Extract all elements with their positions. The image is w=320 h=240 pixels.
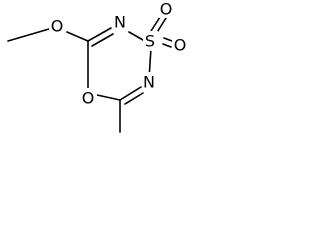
bond-c5-n2-b (124, 92, 144, 105)
chemical-structure-diagram: N S O O N O O (7, 0, 189, 133)
bond-oring-c5 (96, 94, 121, 101)
bond-omethoxy-methyl (7, 28, 50, 42)
bond-c3-omethoxy (66, 31, 89, 42)
bond-s-o2-b (162, 43, 172, 48)
atom-n1-label: N (114, 13, 126, 32)
bond-n1-c3-a (87, 27, 112, 42)
atom-o-sulfonyl-2-label: O (174, 36, 187, 55)
bond-c5-n2-a (119, 86, 142, 101)
bonds (7, 13, 173, 133)
atom-n2-bg (142, 72, 157, 92)
bond-s-o2-a (163, 37, 173, 42)
atom-o-ring-label: O (82, 89, 95, 108)
atom-labels: N S O O N O O (49, 0, 189, 108)
atom-n1-bg (113, 12, 128, 32)
atom-o-sulfonyl-1-label: O (160, 0, 173, 19)
atom-s-bg (143, 31, 158, 51)
atom-o-methoxy-bg (49, 16, 66, 36)
atom-o-sulfonyl-2-bg (172, 35, 189, 55)
atom-o-sulfonyl-1-bg (159, 0, 174, 18)
atom-o-methoxy-label: O (51, 17, 64, 36)
atom-n2-label: N (143, 73, 155, 92)
bond-n1-c3-b (91, 33, 114, 47)
bond-s-n1 (128, 31, 144, 41)
atom-o-ring-bg (80, 88, 97, 108)
atom-s-label: S (145, 32, 155, 51)
